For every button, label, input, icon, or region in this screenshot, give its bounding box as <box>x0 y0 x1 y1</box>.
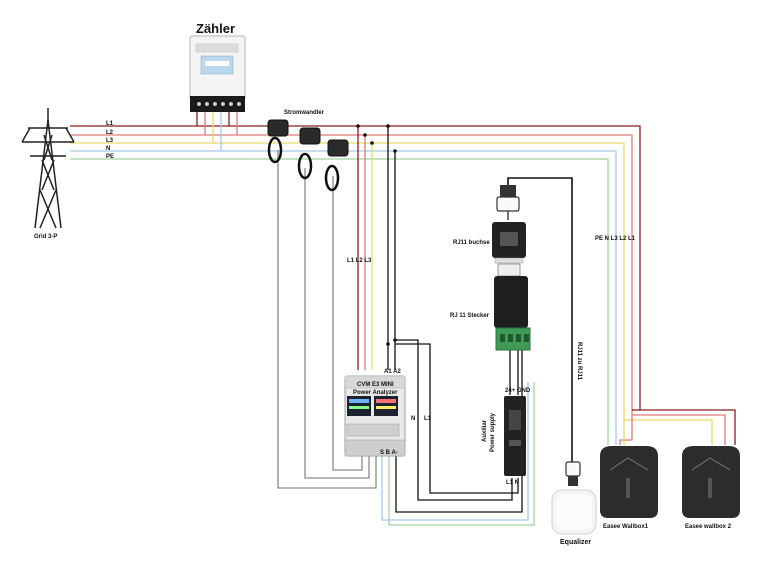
wire-n-main <box>70 150 617 425</box>
power-analyzer <box>344 375 406 457</box>
rj11-socket-label: RJ11 buchse <box>453 240 490 246</box>
psu-out-label: 24+ GND <box>505 388 531 394</box>
line-label-l3: L3 <box>106 138 114 144</box>
power-pylon-icon <box>21 108 75 229</box>
ct-label: Stromwandler <box>284 110 325 116</box>
rj11-cable <box>507 177 573 468</box>
analyzer-label-line2: Power Analyzer <box>353 390 398 396</box>
equalizer-label: Equalizer <box>560 539 591 546</box>
current-transformer-icon <box>267 119 349 192</box>
analyzer-label-line1: CVM E3 MINI <box>357 382 394 388</box>
wallbox-terminal-labels: PE N L3 L2 L1 <box>595 236 636 242</box>
bus-line-labels: L1 L2 L3 N PE <box>106 121 114 160</box>
line-label-pe: PE <box>106 154 114 160</box>
grid-label: Grid 3-P <box>34 234 57 240</box>
analyzer-l1-label: L1 <box>424 416 432 422</box>
analyzer-n-label: N <box>411 416 415 422</box>
rj11-connector-top <box>496 185 520 212</box>
wire-pe-main <box>70 158 609 430</box>
psu-label-line1: Auxiliar <box>482 419 488 442</box>
analyzer-input-labels: L1 L2 L3 <box>347 258 372 264</box>
power-supply <box>504 396 526 476</box>
energy-meter <box>189 35 246 112</box>
analyzer-bottom-terminals: S B A- <box>380 450 398 456</box>
rj11-socket <box>492 222 526 264</box>
psu-label-line2: Power supply <box>490 412 496 452</box>
wallbox2-device <box>682 446 740 518</box>
line-label-l1: L1 <box>106 121 114 127</box>
rj11-plug-label: RJ 11 Stecker <box>450 313 490 319</box>
analyzer-top-terminals: A1 A2 <box>384 369 401 375</box>
rj11-plug-adapter <box>494 263 531 351</box>
wallbox1-label: Easee Wallbox1 <box>603 524 649 530</box>
rj11-connector-bottom <box>565 461 581 486</box>
meter-title: Zähler <box>196 21 235 36</box>
equalizer-device <box>551 489 597 535</box>
junction-dots <box>356 124 397 346</box>
wallbox2-label: Easee wallbox 2 <box>685 524 732 530</box>
rj11-cable-label: RJ11 zu RJ11 <box>576 342 582 381</box>
line-label-l2: L2 <box>106 130 114 136</box>
psu-in-label: L1 N <box>506 480 519 486</box>
line-label-n: N <box>106 146 110 152</box>
wallbox1-device <box>600 446 658 518</box>
